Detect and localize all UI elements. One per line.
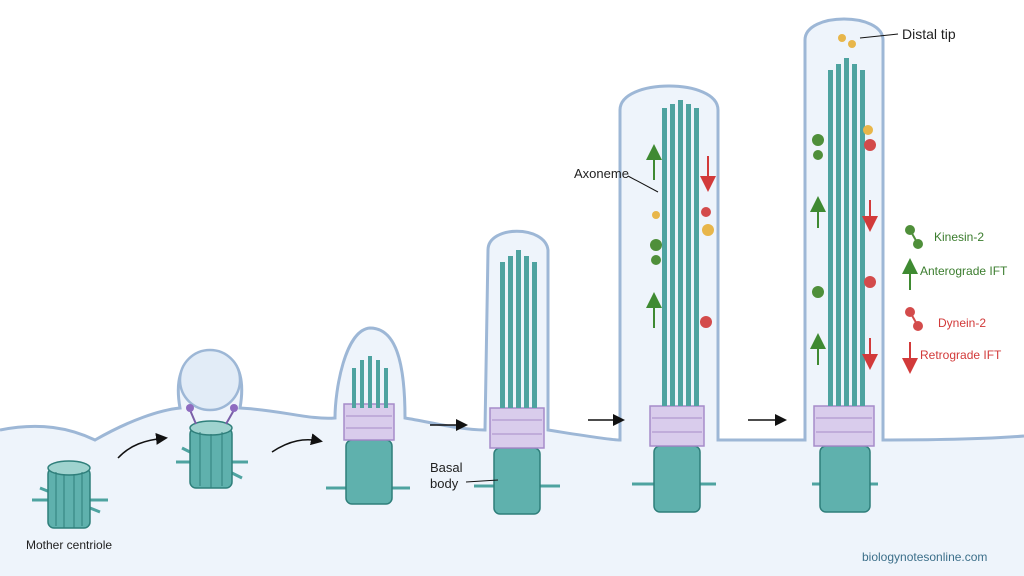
distal-tip-leader — [859, 33, 899, 39]
basal-body-leader — [465, 479, 499, 483]
axoneme-label: Axoneme — [574, 166, 629, 181]
stage-4-cilium — [474, 250, 560, 515]
kinesin-icon — [905, 225, 923, 249]
dynein-icon — [905, 307, 923, 331]
stage-5-cilium — [632, 100, 716, 513]
progress-arrow-2 — [271, 433, 323, 453]
distal-tip-label: Distal tip — [902, 26, 956, 42]
stage-6-cilium — [810, 34, 878, 513]
mother-centriole — [32, 460, 108, 529]
docked-centriole — [176, 404, 248, 489]
watermark: biologynotesonline.com — [862, 550, 988, 564]
legend-retrograde-label: Retrograde IFT — [920, 348, 1002, 362]
progress-arrow-1 — [117, 432, 168, 459]
legend-dynein-label: Dynein-2 — [938, 316, 987, 330]
basal-body-label-line1: Basal — [430, 460, 463, 475]
ciliary-vesicle — [178, 348, 242, 412]
stage-3-cilium — [326, 356, 410, 505]
legend-kinesin-label: Kinesin-2 — [934, 230, 985, 244]
axoneme-leader — [627, 175, 659, 193]
mother-centriole-label: Mother centriole — [26, 538, 113, 552]
basal-body-label-line2: body — [430, 476, 459, 491]
legend-anterograde-label: Anterograde IFT — [920, 264, 1008, 278]
